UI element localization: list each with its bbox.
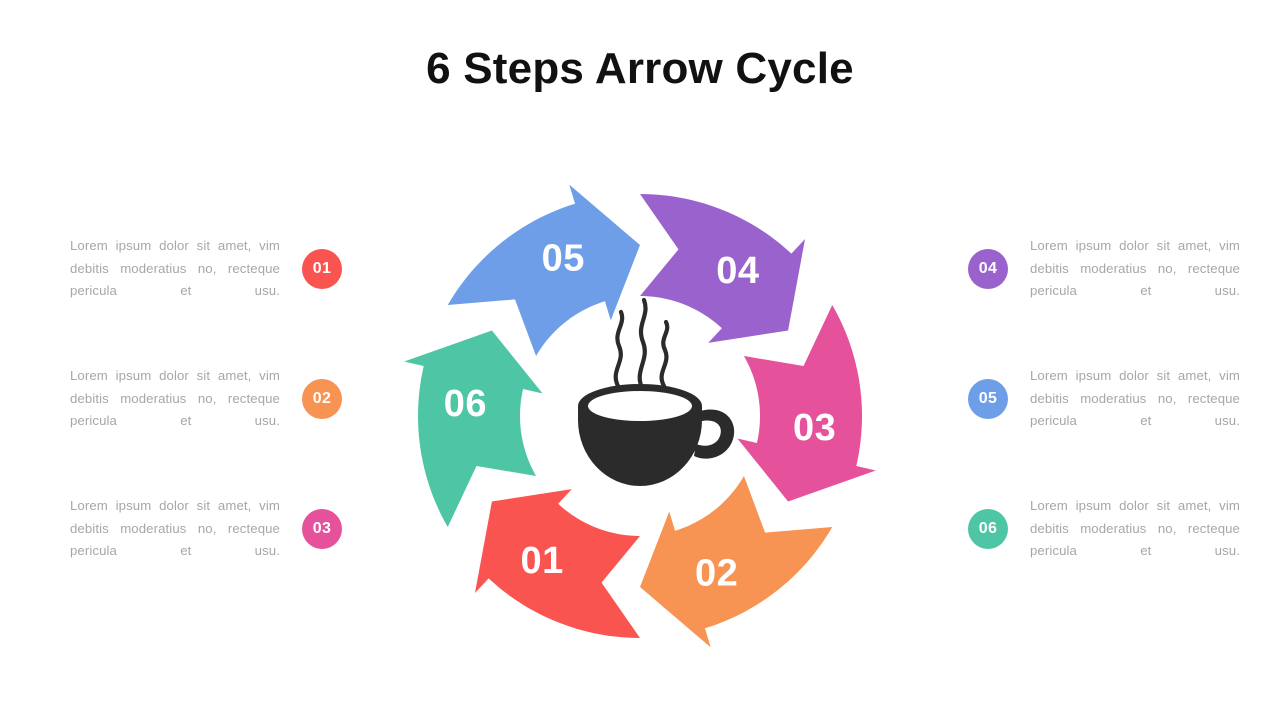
cycle-arrow-04[interactable] [640, 194, 806, 343]
status-badge[interactable]: 03 [302, 509, 342, 549]
step-description: Lorem ipsum dolor sit amet, vim debitis … [1030, 237, 1240, 299]
list-item[interactable]: Lorem ipsum dolor sit amet, vim debitis … [70, 358, 370, 440]
left-steps-column: Lorem ipsum dolor sit amet, vim debitis … [70, 228, 370, 618]
list-item[interactable]: Lorem ipsum dolor sit amet, vim debitis … [940, 228, 1240, 310]
cycle-arrow-group: 01 02 03 04 05 06 [404, 184, 876, 648]
cycle-arrow-label-03: 03 [793, 407, 836, 449]
step-description: Lorem ipsum dolor sit amet, vim debitis … [70, 497, 280, 559]
status-badge[interactable]: 01 [302, 249, 342, 289]
list-item[interactable]: Lorem ipsum dolor sit amet, vim debitis … [70, 228, 370, 310]
cycle-arrow-label-01: 01 [520, 540, 563, 582]
page-title: 6 Steps Arrow Cycle [426, 44, 854, 93]
cycle-arrow-03[interactable] [737, 305, 876, 502]
arrow-cycle-diagram: 01 02 03 04 05 06 [404, 160, 876, 672]
right-steps-column: Lorem ipsum dolor sit amet, vim debitis … [940, 228, 1240, 618]
coffee-cup-icon [578, 297, 735, 486]
cycle-arrow-02[interactable] [640, 476, 833, 648]
step-description: Lorem ipsum dolor sit amet, vim debitis … [70, 367, 280, 429]
status-badge[interactable]: 04 [968, 249, 1008, 289]
status-badge[interactable]: 05 [968, 379, 1008, 419]
list-item[interactable]: Lorem ipsum dolor sit amet, vim debitis … [70, 488, 370, 570]
cycle-arrow-label-04: 04 [716, 250, 759, 292]
step-description: Lorem ipsum dolor sit amet, vim debitis … [1030, 497, 1240, 559]
step-description: Lorem ipsum dolor sit amet, vim debitis … [1030, 367, 1240, 429]
status-badge[interactable]: 06 [968, 509, 1008, 549]
cycle-arrow-06[interactable] [404, 330, 543, 528]
cycle-arrow-01[interactable] [474, 489, 640, 638]
status-badge[interactable]: 02 [302, 379, 342, 419]
list-item[interactable]: Lorem ipsum dolor sit amet, vim debitis … [940, 488, 1240, 570]
step-description: Lorem ipsum dolor sit amet, vim debitis … [70, 237, 280, 299]
cycle-arrow-label-06: 06 [444, 383, 487, 425]
cycle-arrow-label-05: 05 [542, 238, 585, 280]
cycle-arrow-label-02: 02 [695, 552, 738, 594]
list-item[interactable]: Lorem ipsum dolor sit amet, vim debitis … [940, 358, 1240, 440]
cycle-arrow-05[interactable] [447, 184, 640, 356]
